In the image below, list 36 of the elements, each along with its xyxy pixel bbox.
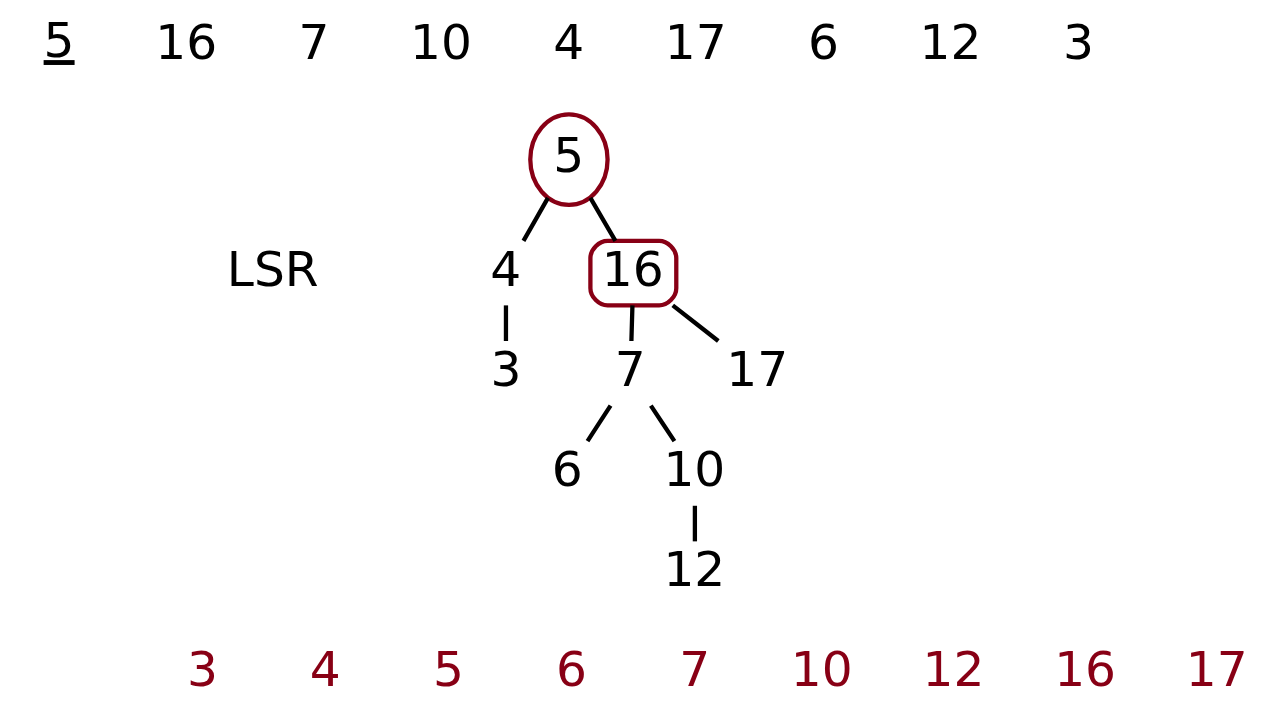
label: 3 xyxy=(1062,13,1094,70)
label: 6 xyxy=(555,641,587,698)
connector xyxy=(521,196,550,242)
node-ellipse: 5 xyxy=(527,112,610,208)
label: 7 xyxy=(678,641,710,698)
label: 17 xyxy=(664,13,727,70)
node-text: 4 xyxy=(489,240,521,297)
label: 10 xyxy=(409,13,472,70)
label: 16 xyxy=(154,13,217,70)
node-box: 16 xyxy=(587,238,678,308)
connector xyxy=(670,303,720,343)
label: 5 xyxy=(43,12,75,69)
label: 16 xyxy=(1053,641,1116,698)
node-text: 17 xyxy=(725,340,788,397)
connector xyxy=(692,505,697,542)
connector xyxy=(585,404,612,443)
node-text: 7 xyxy=(614,340,646,397)
label: 4 xyxy=(552,13,584,70)
label: 7 xyxy=(297,13,329,70)
label: LSR xyxy=(226,240,319,297)
connector xyxy=(648,404,676,443)
node-text: 6 xyxy=(551,440,583,497)
node-text: 10 xyxy=(662,440,725,497)
label: 12 xyxy=(921,641,984,698)
node-text: 3 xyxy=(489,340,521,397)
label: 10 xyxy=(790,641,853,698)
label: 5 xyxy=(432,641,464,698)
label: 17 xyxy=(1185,641,1248,698)
connector xyxy=(628,305,635,342)
label: 3 xyxy=(186,641,218,698)
node-text: 12 xyxy=(662,541,725,598)
connector xyxy=(588,196,617,242)
label: 6 xyxy=(807,13,839,70)
label: 12 xyxy=(919,13,982,70)
connector xyxy=(503,305,508,341)
label: 4 xyxy=(309,641,341,698)
